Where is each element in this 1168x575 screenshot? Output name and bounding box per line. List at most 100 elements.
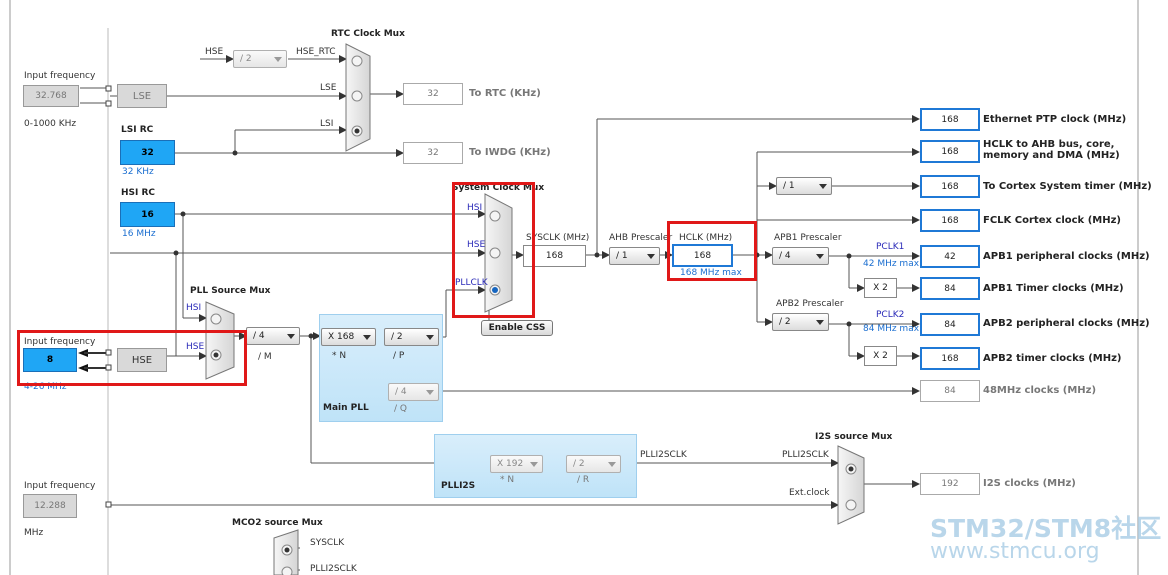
rtc-mux-title: RTC Clock Mux <box>331 29 405 39</box>
rtc-hse-divider-value: / 2 <box>240 54 252 64</box>
mco2-sysclk-label: SYSCLK <box>310 538 345 548</box>
rtc-hse-divider-select[interactable]: / 2 <box>233 50 287 68</box>
chevron-down-icon <box>426 389 434 395</box>
mco2-plli2sclk-label: PLLI2SCLK <box>310 564 357 574</box>
pll-p-divider-select[interactable]: / 2 <box>384 328 439 346</box>
sysclk-value: 168 <box>523 245 586 267</box>
hse-input-frequency-field[interactable]: 8 <box>23 348 77 372</box>
fclk-cortex-label: FCLK Cortex clock (MHz) <box>983 215 1121 226</box>
chevron-down-icon <box>530 461 538 467</box>
apb2-peripheral-label: APB2 peripheral clocks (MHz) <box>983 318 1150 329</box>
pclk2-label: PCLK2 <box>876 310 905 320</box>
cortex-timer-divider-value: / 1 <box>783 181 795 191</box>
pll-n-multiplier-select[interactable]: X 168 <box>321 328 376 346</box>
sysclk-label: SYSCLK (MHz) <box>526 233 590 243</box>
lse-input-frequency-label: Input frequency <box>24 71 96 81</box>
watermark-line1: STM32/STM8社区 <box>930 514 1162 543</box>
highlight-hse-input <box>17 330 247 386</box>
apb2-prescaler-select[interactable]: / 2 <box>772 313 829 331</box>
lse-oscillator: LSE <box>117 84 167 108</box>
enable-css-button[interactable]: Enable CSS <box>481 320 553 336</box>
ethernet-ptp-clock-value[interactable]: 168 <box>920 108 980 131</box>
cortex-system-timer-value[interactable]: 168 <box>920 175 980 198</box>
lsi-rc-label: LSI RC <box>121 125 154 135</box>
iwdg-output-value: 32 <box>403 142 463 164</box>
plli2s-n-multiplier-value: X 192 <box>497 459 524 469</box>
plli2s-r-divider-select[interactable]: / 2 <box>566 455 621 473</box>
i2s-mux-in1-label: PLLI2SCLK <box>782 450 829 460</box>
chevron-down-icon <box>363 334 371 340</box>
chevron-down-icon <box>647 253 655 259</box>
chevron-down-icon <box>816 253 824 259</box>
hsi-rc-freq: 16 MHz <box>122 229 156 239</box>
pll-q-divider-select[interactable]: / 4 <box>388 383 439 401</box>
apb1-timer-label: APB1 Timer clocks (MHz) <box>983 283 1124 294</box>
pll-p-label: / P <box>393 351 405 361</box>
highlight-hclk <box>667 221 757 281</box>
sys-mux-pllclk-label: PLLCLK <box>455 278 488 288</box>
apb2-prescaler-value: / 2 <box>779 317 791 327</box>
apb2-timer-multiplier: X 2 <box>864 346 897 366</box>
rtc-lsi-label: LSI <box>320 119 334 129</box>
apb2-prescaler-label: APB2 Prescaler <box>776 299 844 309</box>
i2s-input-unit: MHz <box>24 528 44 538</box>
chevron-down-icon <box>819 183 827 189</box>
i2s-mux-in2-label: Ext.clock <box>789 488 830 498</box>
hclk-value-field[interactable]: 168 <box>672 244 733 267</box>
cortex-timer-divider-select[interactable]: / 1 <box>776 177 832 195</box>
chevron-down-icon <box>608 461 616 467</box>
plli2s-r-label: / R <box>577 475 590 485</box>
pclk1-max-label: 42 MHz max <box>863 259 920 269</box>
i2s-clock-label: I2S clocks (MHz) <box>983 478 1076 489</box>
apb1-prescaler-value: / 4 <box>779 251 791 261</box>
i2s-input-frequency-field[interactable]: 12.288 <box>23 494 77 518</box>
hsi-rc-value: 16 <box>120 202 175 227</box>
hse-oscillator: HSE <box>117 348 167 372</box>
apb1-timer-multiplier: X 2 <box>864 278 897 298</box>
ahb-prescaler-select[interactable]: / 1 <box>609 247 660 265</box>
lse-input-frequency-field[interactable]: 32.768 <box>23 85 79 107</box>
hse-range-label: 4-26 MHz <box>24 382 67 392</box>
system-clock-mux-title: System Clock Mux <box>452 183 545 193</box>
rtc-output-label: To RTC (KHz) <box>469 88 541 99</box>
pclk2-max-label: 84 MHz max <box>863 324 920 334</box>
chevron-down-icon <box>426 334 434 340</box>
pll-n-multiplier-value: X 168 <box>328 332 355 342</box>
lsi-rc-freq: 32 KHz <box>122 167 154 177</box>
apb2-timer-value[interactable]: 168 <box>920 347 980 370</box>
watermark-line2: www.stmcu.org <box>930 539 1100 564</box>
rtc-lse-label: LSE <box>320 83 337 93</box>
hse-input-frequency-label: Input frequency <box>24 337 96 347</box>
pll-source-hse-label: HSE <box>186 342 205 352</box>
apb2-peripheral-value[interactable]: 84 <box>920 313 980 336</box>
pll-q-divider-value: / 4 <box>395 387 407 397</box>
hclk-ahb-label-line2: memory and DMA (MHz) <box>983 150 1120 161</box>
apb2-timer-label: APB2 timer clocks (MHz) <box>983 353 1122 364</box>
apb1-prescaler-select[interactable]: / 4 <box>772 247 829 265</box>
lsi-rc-value: 32 <box>120 140 175 165</box>
fclk-cortex-value[interactable]: 168 <box>920 209 980 232</box>
clk48-value: 84 <box>920 380 980 402</box>
chevron-down-icon <box>816 319 824 325</box>
rtc-hse-label: HSE <box>205 47 224 57</box>
hclk-label: HCLK (MHz) <box>679 233 733 243</box>
pll-n-label: * N <box>332 351 347 361</box>
apb1-prescaler-label: APB1 Prescaler <box>774 233 842 243</box>
iwdg-output-label: To IWDG (KHz) <box>469 147 551 158</box>
plli2s-r-divider-value: / 2 <box>573 459 585 469</box>
lse-range-label: 0-1000 KHz <box>24 119 77 129</box>
pll-source-hsi-label: HSI <box>186 303 202 313</box>
apb1-peripheral-value[interactable]: 42 <box>920 245 980 268</box>
hclk-ahb-value[interactable]: 168 <box>920 140 980 163</box>
pll-m-divider-select[interactable]: / 4 <box>246 327 300 345</box>
rtc-output-value: 32 <box>403 83 463 105</box>
sys-mux-hsi-label: HSI <box>467 203 483 213</box>
ahb-prescaler-value: / 1 <box>616 251 628 261</box>
plli2s-n-multiplier-select[interactable]: X 192 <box>490 455 543 473</box>
apb1-timer-value[interactable]: 84 <box>920 277 980 300</box>
plli2sclk-out-label: PLLI2SCLK <box>640 450 687 460</box>
ethernet-ptp-clock-label: Ethernet PTP clock (MHz) <box>983 114 1127 125</box>
i2s-source-mux <box>837 445 865 525</box>
hclk-ahb-label-line1: HCLK to AHB bus, core, <box>983 139 1115 150</box>
pll-q-label: / Q <box>394 404 407 414</box>
